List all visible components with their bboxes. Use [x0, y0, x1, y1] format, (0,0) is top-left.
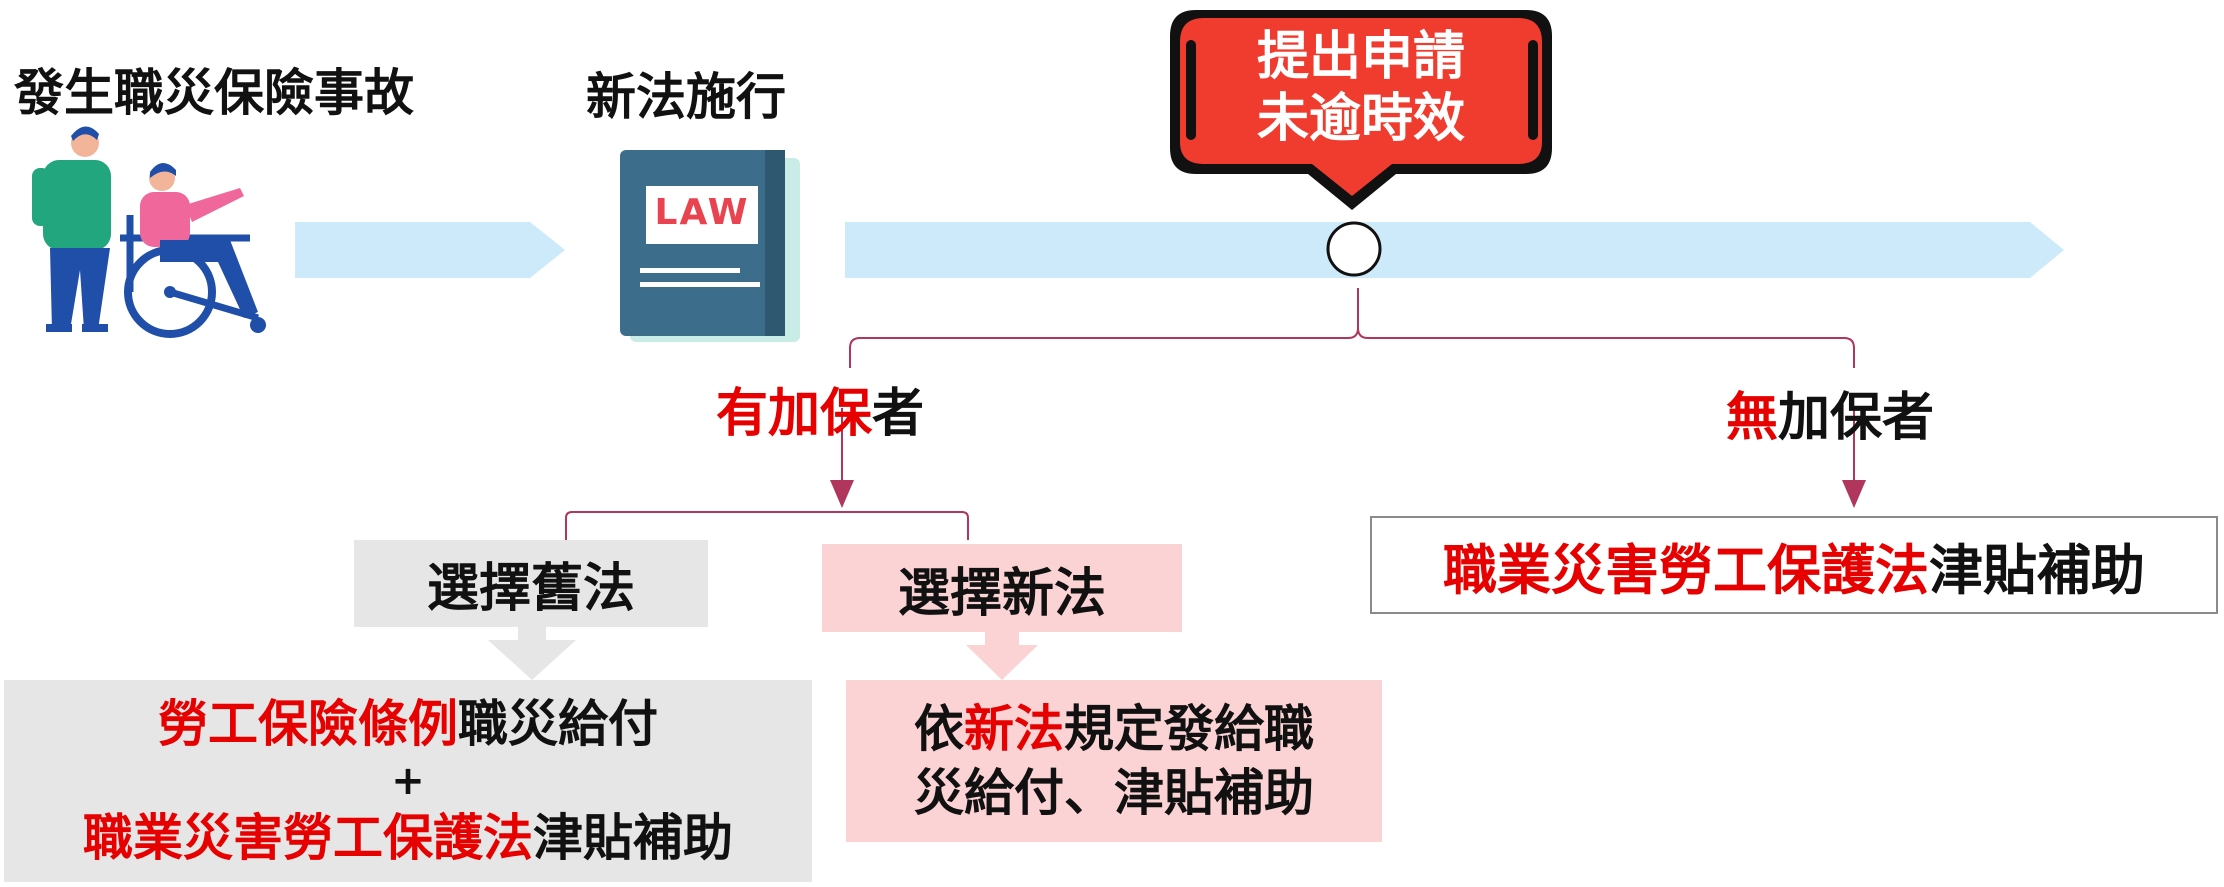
old-result-line-3: 職業災害勞工保護法津貼補助: [83, 806, 733, 870]
arrowhead-uninsured: [1842, 480, 1866, 508]
event-label: 發生職災保險事故: [14, 64, 414, 122]
insured-highlight: 有加保: [716, 384, 873, 444]
law-book-label: LAW: [654, 192, 750, 233]
new-law-option-label: 選擇新法: [897, 563, 1106, 624]
timeline-milestone-circle: [1326, 221, 1382, 277]
uninsured-protection-act: 職業災害勞工保護法: [1443, 538, 1929, 602]
uninsured-result-text: 職業災害勞工保護法津貼補助: [1443, 526, 2145, 605]
uninsured-allowance: 津貼補助: [1929, 538, 2145, 602]
new-law-option-box: 選擇新法: [822, 544, 1182, 632]
new-result-rest: 規定發給職: [1064, 700, 1314, 758]
protection-act: 職業災害勞工保護法: [83, 809, 533, 867]
arrowhead-insured: [830, 480, 854, 508]
new-law-down-arrow: [966, 632, 1038, 680]
uninsured-result-box: 職業災害勞工保護法津貼補助: [1370, 516, 2218, 614]
labor-insurance-act: 勞工保險條例: [158, 695, 458, 753]
old-law-down-arrow: [488, 627, 576, 680]
new-law-result-box: 依新法規定發給職 災給付、津貼補助: [846, 680, 1382, 842]
new-result-pre: 依: [914, 700, 964, 758]
insured-branch-label: 有加保者: [716, 388, 924, 440]
timeline-arrow-right: [845, 222, 2064, 278]
old-result-plus: +: [391, 758, 425, 804]
allowance-subsidy: 津貼補助: [533, 809, 733, 867]
old-law-option-label: 選擇舊法: [426, 559, 635, 619]
callout-bubble-shape: [1170, 10, 1552, 210]
law-enforcement-label: 新法施行: [586, 68, 786, 126]
timeline-arrow-left: [295, 222, 565, 278]
old-result-line-1: 勞工保險條例職災給付: [158, 692, 658, 756]
old-law-option-box: 選擇舊法: [354, 540, 708, 627]
new-result-line-2: 災給付、津貼補助: [914, 764, 1314, 822]
occupational-benefit: 職災給付: [458, 695, 658, 753]
uninsured-rest: 加保者: [1778, 388, 1935, 448]
insured-rest: 者: [872, 384, 925, 444]
wheelchair-people-icon: [32, 126, 266, 338]
law-book-icon: [620, 150, 800, 342]
callout-text: 提出申請 未逾時效: [1196, 26, 1526, 150]
callout-line-1: 提出申請: [1256, 27, 1465, 87]
new-result-line-1: 依新法規定發給職: [914, 697, 1314, 761]
uninsured-highlight: 無: [1726, 388, 1779, 448]
new-law-highlight: 新法: [964, 700, 1064, 758]
callout-line-2: 未逾時效: [1256, 89, 1465, 149]
old-law-result-box: 勞工保險條例職災給付 + 職業災害勞工保護法津貼補助: [4, 680, 812, 882]
uninsured-branch-label: 無加保者: [1726, 392, 1934, 444]
connector-lines: [565, 288, 1855, 540]
